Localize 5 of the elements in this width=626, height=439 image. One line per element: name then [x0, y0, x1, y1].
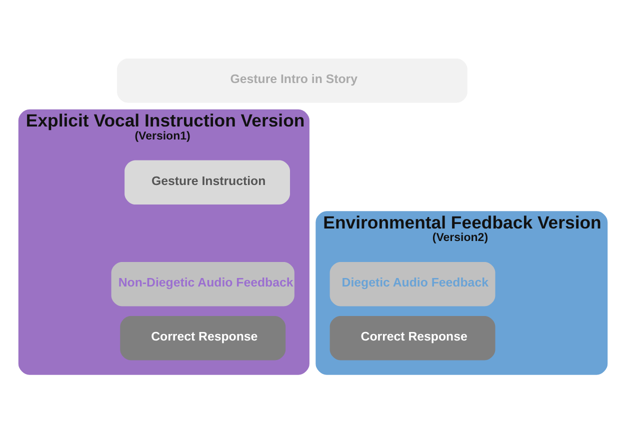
node-box: Gesture Instruction	[124, 160, 290, 204]
node-box: Diegetic Audio Feedback	[330, 262, 496, 306]
node-box: Correct Response	[330, 316, 496, 360]
node-box: Correct Response	[120, 316, 286, 360]
node-box: Non-Diegetic Audio Feedback	[111, 262, 294, 306]
